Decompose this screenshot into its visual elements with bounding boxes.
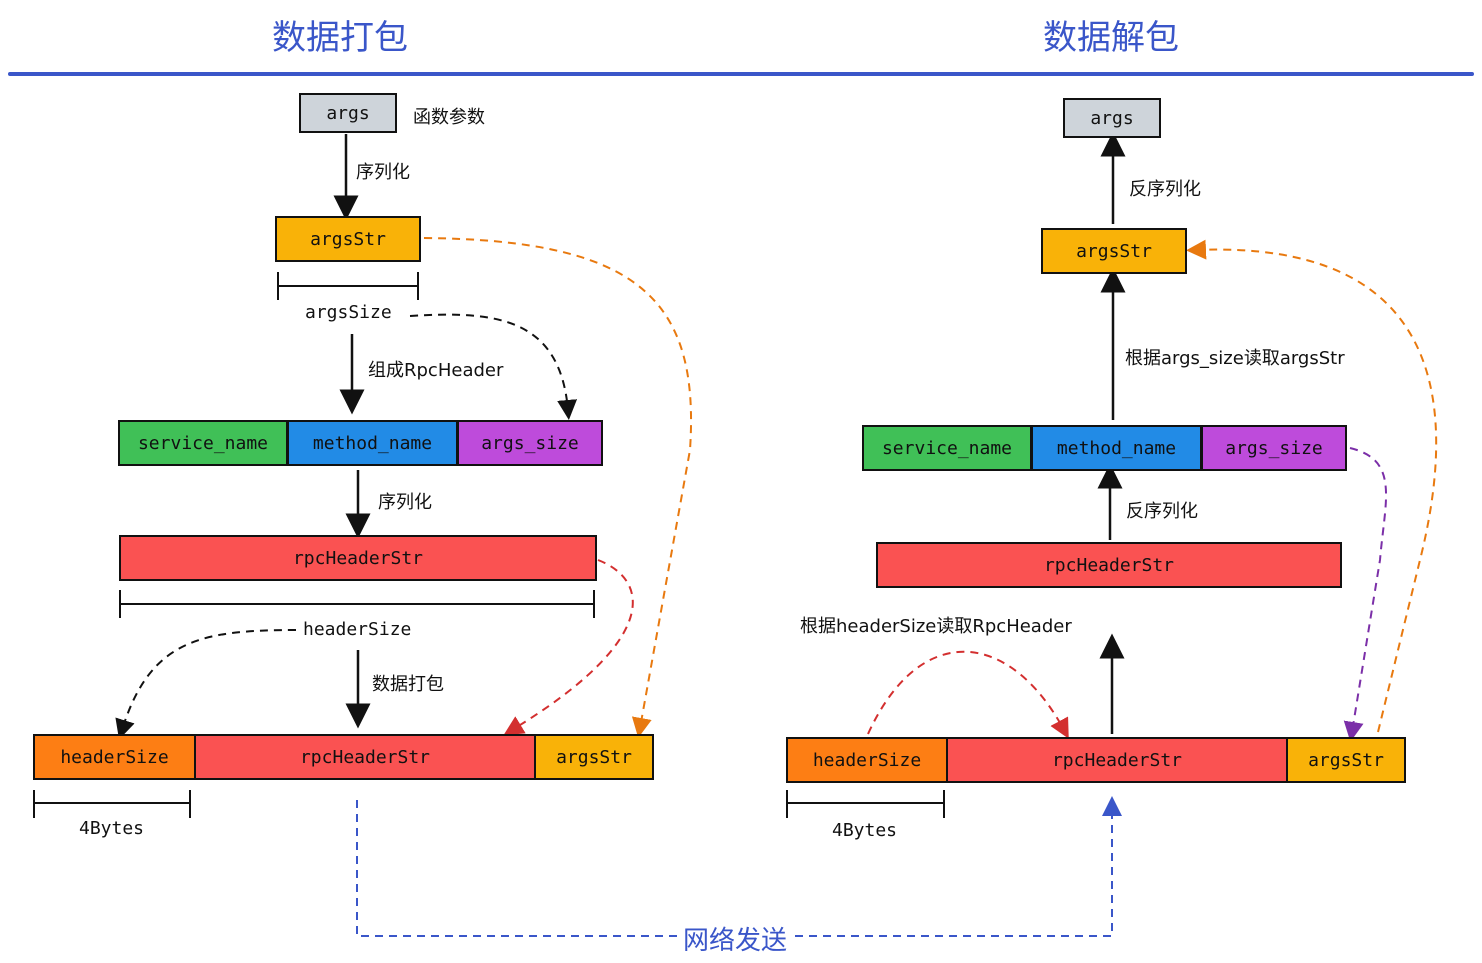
- title-divider: [8, 72, 1474, 76]
- pack-headerSize-label: headerSize: [303, 619, 412, 640]
- pack-packet-argsStr: argsStr: [534, 734, 654, 780]
- unpack-field-service_name: service_name: [862, 425, 1032, 471]
- pack-step-label: 数据打包: [372, 674, 444, 695]
- unpack-field-args_size: args_size: [1201, 425, 1347, 471]
- unpack-rpcHeaderStr-box: rpcHeaderStr: [876, 542, 1342, 588]
- unpack-field-method_name: method_name: [1031, 425, 1202, 471]
- pack-4bytes-label: 4Bytes: [79, 818, 145, 839]
- pack-args-note: 函数参数: [413, 107, 485, 128]
- dashed-args_size-to-argsStr: [1343, 447, 1387, 742]
- unpack-deserialize2-label: 反序列化: [1126, 501, 1198, 522]
- bracket-4bytes-left: [33, 790, 191, 818]
- dashed-headerSize-to-rpcHeaderStr: [867, 650, 1069, 739]
- unpack-argsStr-box: argsStr: [1041, 228, 1187, 274]
- dashed-packet-argsStr-to-argsStr: [1186, 239, 1438, 733]
- unpack-args-box: args: [1063, 98, 1161, 138]
- pack-serialize1-label: 序列化: [356, 162, 410, 183]
- network-send-label: 网络发送: [681, 920, 790, 957]
- unpack-packet-argsStr: argsStr: [1286, 737, 1406, 783]
- unpack-read-header-label: 根据headerSize读取RpcHeader: [800, 616, 1072, 637]
- network-send-path: [356, 796, 1122, 937]
- dashed-argsStr-to-packet: [423, 237, 692, 738]
- pack-args-box: args: [299, 93, 397, 133]
- pack-rpcHeaderStr-box: rpcHeaderStr: [119, 535, 597, 581]
- pack-field-service_name: service_name: [118, 420, 288, 466]
- pack-argsStr-box: argsStr: [275, 216, 421, 262]
- dashed-headerSize-to-headerSize: [115, 629, 297, 740]
- pack-packet-headerSize: headerSize: [33, 734, 196, 780]
- pack-compose-label: 组成RpcHeader: [368, 360, 504, 381]
- pack-field-method_name: method_name: [287, 420, 458, 466]
- unpack-deserialize1-label: 反序列化: [1129, 179, 1201, 200]
- unpack-packet-rpcHeaderStr: rpcHeaderStr: [946, 737, 1288, 783]
- pack-packet-rpcHeaderStr: rpcHeaderStr: [194, 734, 536, 780]
- bracket-4bytes-right: [786, 790, 945, 818]
- pack-argsSize-label: argsSize: [305, 302, 392, 323]
- unpack-title: 数据解包: [1043, 18, 1179, 58]
- dashed-argsSize-to-args_size: [409, 313, 578, 420]
- pack-title: 数据打包: [272, 18, 408, 58]
- bracket-rpcHeaderStr: [119, 590, 595, 618]
- pack-field-args_size: args_size: [457, 420, 603, 466]
- bracket-argsStr: [277, 272, 419, 300]
- unpack-packet-headerSize: headerSize: [786, 737, 948, 783]
- unpack-read-args-label: 根据args_size读取argsStr: [1125, 348, 1345, 369]
- dashed-rpcHeaderStr-to-packet: [503, 559, 634, 736]
- pack-serialize2-label: 序列化: [378, 492, 432, 513]
- unpack-4bytes-label: 4Bytes: [832, 820, 898, 841]
